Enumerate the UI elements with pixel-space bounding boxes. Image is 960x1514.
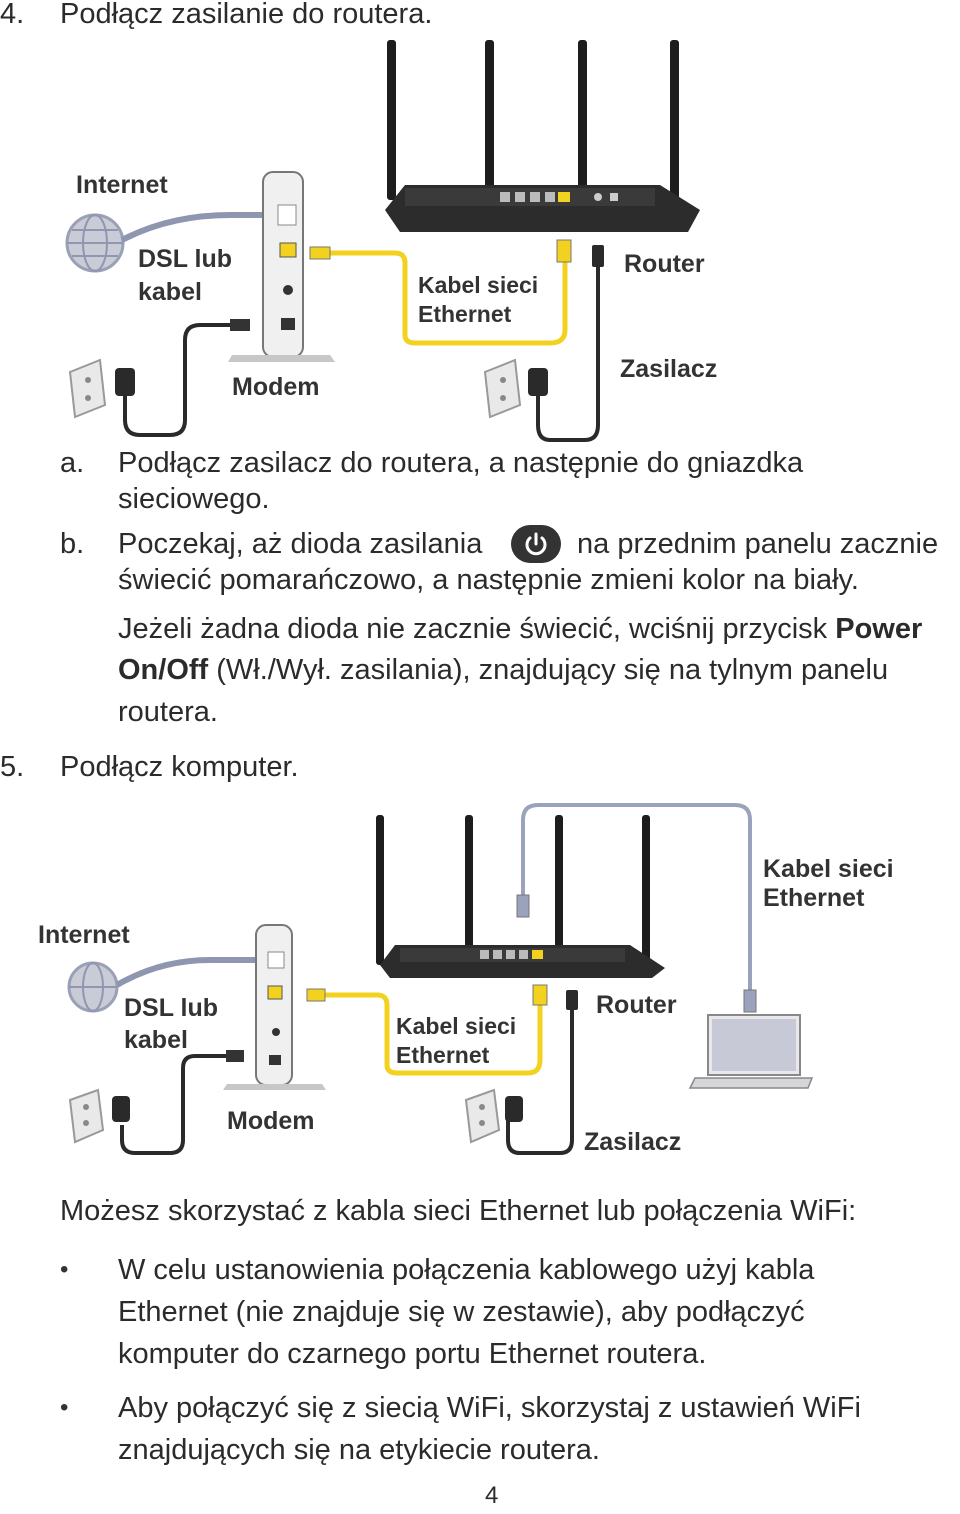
substep-b-note-line-2: On/Off (Wł./Wył. zasilania), znajdujący … (118, 654, 889, 686)
router-power-cable (536, 255, 600, 442)
diagram1-label-internet: Internet (76, 171, 168, 199)
diagram2-label-dsl-2: kabel (124, 1026, 188, 1054)
diagram1-label-dsl-2: kabel (138, 278, 202, 306)
substep-b-note-line-3: routera. (118, 696, 218, 728)
step-5-title: Podłącz komputer. (60, 751, 299, 783)
diagram1-label-cable-1: Kabel sieci (418, 272, 539, 298)
diagram2-label-internet: Internet (38, 921, 130, 949)
diagram2-label-power: Zasilacz (584, 1128, 682, 1156)
diagram1-label-dsl-1: DSL lub (138, 245, 232, 273)
step-4-diagram (65, 40, 700, 442)
globe-icon (65, 213, 125, 273)
diagram2-label-modem: Modem (227, 1107, 315, 1135)
diagram2-label-cable2-1: Kabel sieci (763, 855, 894, 883)
onoff-bold: On/Off (118, 654, 209, 686)
outlet-right (483, 358, 548, 419)
power-led-icon (511, 525, 561, 563)
bullet-1-line-3: komputer do czarnego portu Ethernet rout… (118, 1338, 707, 1370)
bullet-1-line-1: W celu ustanowienia połączenia kablowego… (118, 1254, 815, 1286)
step-5-diagram (67, 803, 814, 1155)
substep-b-letter: b. (60, 528, 85, 560)
diagram1-label-power: Zasilacz (620, 355, 718, 383)
bullet-2-line-2: znajdujących się na etykiecie routera. (118, 1434, 600, 1466)
laptop (688, 1014, 814, 1089)
modem (228, 171, 335, 362)
bullet-1-line-2: Ethernet (nie znajduje się w zestawie), … (118, 1296, 805, 1328)
step-4-number: 4. (0, 0, 25, 30)
substep-b-line-1-after: na przednim panelu zacznie (577, 528, 939, 560)
router-body (385, 185, 700, 232)
substep-b-line-1-before: Poczekaj, aż dioda zasilania (118, 528, 483, 560)
bullet-1-dot: • (60, 1256, 69, 1283)
bullet-2-line-1: Aby połączyć się z siecią WiFi, skorzyst… (118, 1392, 861, 1424)
diagram2-label-cable-2: Ethernet (396, 1042, 490, 1068)
substep-a-line-1: Podłącz zasilacz do routera, a następnie… (118, 447, 804, 479)
substep-b-note-line-1: Jeżeli żadna dioda nie zacznie świecić, … (118, 613, 923, 645)
step-4-title: Podłącz zasilanie do routera. (60, 0, 433, 30)
outlet-left (68, 358, 135, 419)
diagram1-label-cable-2: Ethernet (418, 301, 512, 327)
power-bold: Power (835, 613, 923, 645)
step-5-intro: Możesz skorzystać z kabla sieci Ethernet… (60, 1195, 857, 1227)
substep-a-line-2: sieciowego. (118, 483, 270, 515)
diagram2-label-router: Router (596, 991, 677, 1019)
substep-b-line-2: świecić pomarańczowo, a następnie zmieni… (118, 564, 859, 596)
diagram2-label-cable-1: Kabel sieci (396, 1013, 517, 1039)
modem-power-cable (123, 323, 240, 437)
page-number: 4 (485, 1482, 499, 1509)
router-antennas (387, 40, 679, 200)
internet-cable (120, 212, 285, 243)
bullet-2-dot: • (60, 1394, 69, 1421)
diagram1-label-router: Router (624, 250, 705, 278)
laptop-ethernet-cable (521, 803, 752, 1000)
step-5-number: 5. (0, 751, 25, 783)
diagram2-label-cable2-2: Ethernet (763, 884, 865, 912)
diagram1-label-modem: Modem (232, 373, 320, 401)
ethernet-cable (330, 250, 568, 346)
substep-a-letter: a. (60, 447, 85, 479)
diagram2-label-dsl-1: DSL lub (124, 994, 218, 1022)
